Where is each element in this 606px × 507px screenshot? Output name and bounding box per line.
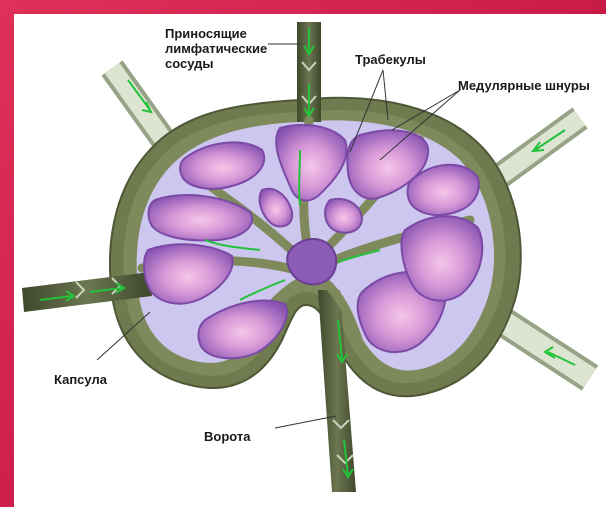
label-hilum: Ворота	[204, 429, 250, 444]
label-afferent-line2: лимфатические	[165, 41, 267, 56]
label-afferent-line1: Приносящие	[165, 26, 267, 41]
hilum-core	[287, 239, 336, 284]
label-medullary-cords: Медулярные шнуры	[458, 78, 590, 93]
label-afferent-vessels: Приносящие лимфатические сосуды	[165, 26, 267, 71]
label-trabeculae: Трабекулы	[355, 52, 426, 67]
label-capsule: Капсула	[54, 372, 107, 387]
label-afferent-line3: сосуды	[165, 56, 267, 71]
